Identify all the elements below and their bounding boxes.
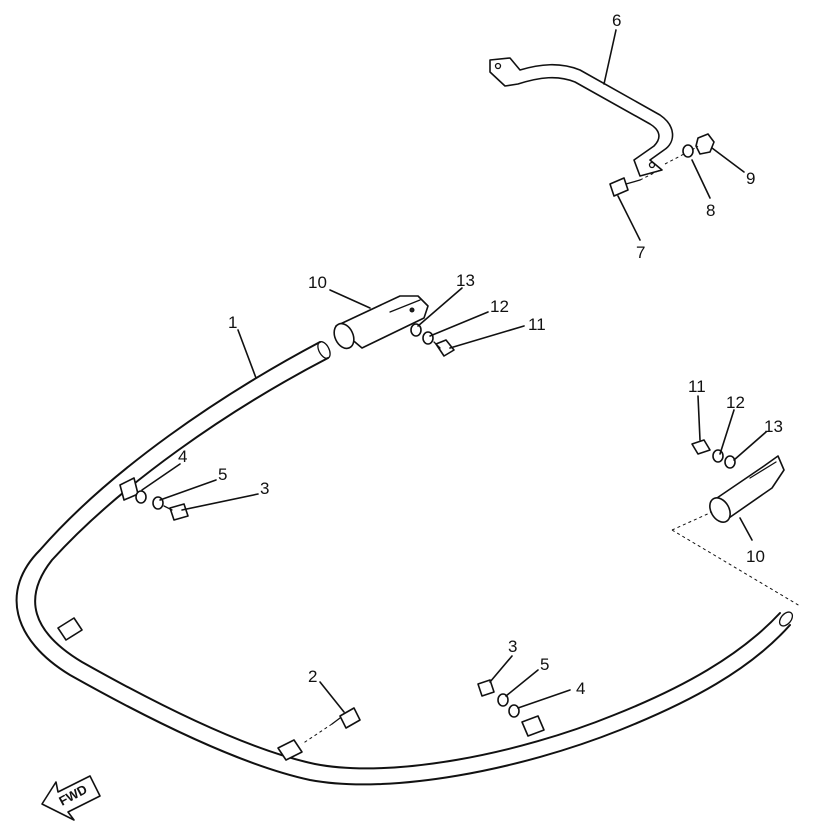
callout-7: 7 bbox=[636, 243, 645, 262]
forward-direction-arrow: FWD bbox=[41, 775, 101, 821]
callout-10-right: 10 bbox=[746, 547, 765, 566]
callout-3-upper: 3 bbox=[260, 479, 269, 498]
callout-9: 9 bbox=[746, 169, 755, 188]
washer-4-upper bbox=[135, 490, 147, 504]
clamp-10-upper bbox=[333, 295, 429, 350]
screw-2 bbox=[301, 707, 361, 745]
washer-8 bbox=[682, 144, 694, 158]
callout-5-upper: 5 bbox=[218, 465, 227, 484]
screw-3-upper bbox=[169, 503, 189, 521]
upper-support-bar bbox=[489, 57, 674, 177]
washer-4-lower bbox=[508, 704, 520, 718]
nut-9 bbox=[695, 133, 715, 155]
callout-11-upper: 11 bbox=[528, 315, 546, 334]
callout-8: 8 bbox=[706, 201, 715, 220]
callout-10-upper: 10 bbox=[308, 273, 327, 292]
callout-4-lower: 4 bbox=[576, 679, 585, 698]
callout-13-upper: 13 bbox=[456, 271, 475, 290]
clamp-10-right bbox=[709, 455, 785, 523]
callout-12-right: 12 bbox=[726, 393, 745, 412]
callout-2: 2 bbox=[308, 667, 317, 686]
washer-13-right bbox=[724, 455, 736, 469]
screw-3-lower bbox=[477, 679, 495, 697]
washer-12-upper bbox=[422, 331, 434, 345]
bolt-7 bbox=[609, 169, 661, 197]
callout-6: 6 bbox=[612, 11, 621, 30]
callout-13-right: 13 bbox=[764, 417, 783, 436]
callout-4-upper: 4 bbox=[178, 447, 187, 466]
callout-3-lower: 3 bbox=[508, 637, 517, 656]
washer-5-lower bbox=[497, 693, 509, 707]
callout-11-right: 11 bbox=[688, 377, 706, 396]
clamp-right-alignment bbox=[671, 511, 801, 607]
washer-13-upper bbox=[410, 323, 422, 337]
callout-1: 1 bbox=[228, 313, 237, 332]
bolt-11-upper bbox=[435, 339, 455, 357]
bolt-11-right bbox=[691, 439, 711, 455]
callout-5-lower: 5 bbox=[540, 655, 549, 674]
main-handrail-tube bbox=[15, 341, 794, 786]
callout-12-upper: 12 bbox=[490, 297, 509, 316]
